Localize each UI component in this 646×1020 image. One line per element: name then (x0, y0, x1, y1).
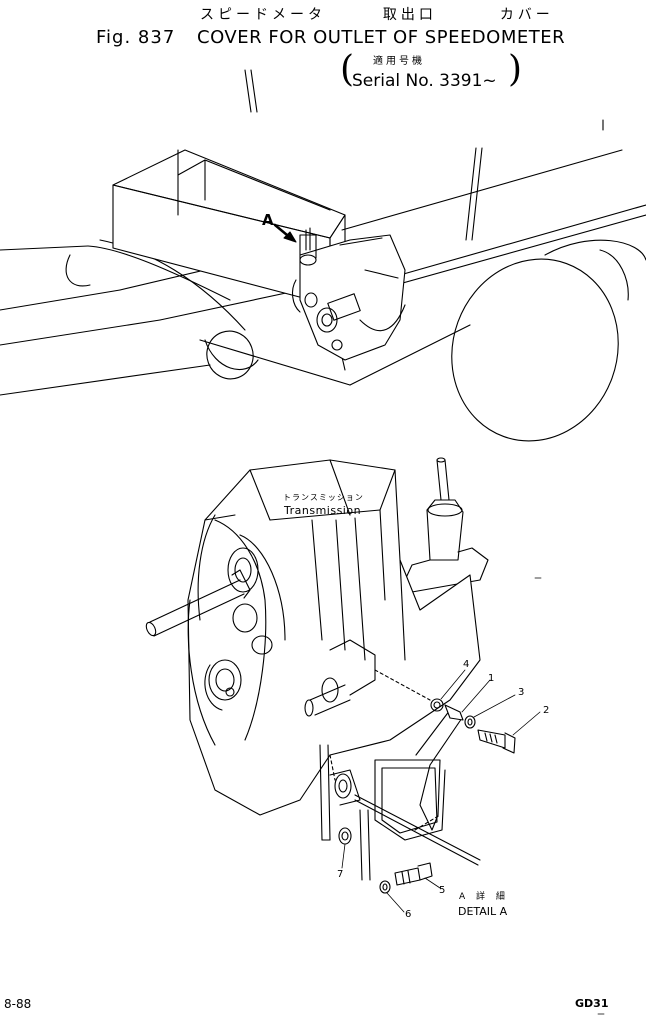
part-7-washer (338, 827, 352, 845)
serial-number: Serial No. 3391~ (352, 71, 497, 91)
serial-paren-close: ) (508, 49, 523, 90)
figure-title: COVER FOR OUTLET OF SPEEDOMETER (197, 27, 566, 48)
part-number-3: 3 (518, 687, 525, 698)
title-japanese: スピードメータ 取出口 カバー (200, 8, 554, 22)
page-number: 8-88 (4, 997, 32, 1011)
parts-group (329, 577, 605, 1015)
figure-number: Fig. 837 (96, 27, 176, 48)
detail-label-japanese: A 詳 細 (459, 892, 509, 902)
part-number-6: 6 (405, 909, 412, 920)
part-3-washer (464, 715, 476, 729)
serial-label-japanese: 適用号機 (373, 56, 425, 67)
part-4-gasket (430, 698, 444, 712)
title-jp-part-3: カバー (499, 7, 554, 23)
overview-drawing (0, 69, 646, 442)
transmission-label-japanese: トランスミッション (283, 493, 364, 502)
speedometer-cable (354, 794, 481, 861)
title-jp-part-2: 取出口 (382, 7, 437, 23)
part-5-bolt (394, 862, 441, 889)
part-number-5: 5 (439, 885, 446, 896)
part-number-1: 1 (488, 673, 495, 684)
part-2-bolt (477, 711, 541, 754)
part-number-2: 2 (543, 705, 550, 716)
view-marker-a: A (262, 211, 274, 229)
part-6-washer (379, 880, 391, 894)
part-number-4: 4 (463, 659, 470, 670)
transmission-drawing (145, 457, 489, 881)
model-code: GD31 (575, 997, 609, 1010)
part-number-7: 7 (337, 869, 344, 880)
serial-paren-open: ( (340, 49, 355, 90)
transmission-label: Transmission (284, 504, 362, 517)
title-jp-part-1: スピードメータ (200, 7, 326, 23)
detail-label: DETAIL A (458, 905, 508, 918)
